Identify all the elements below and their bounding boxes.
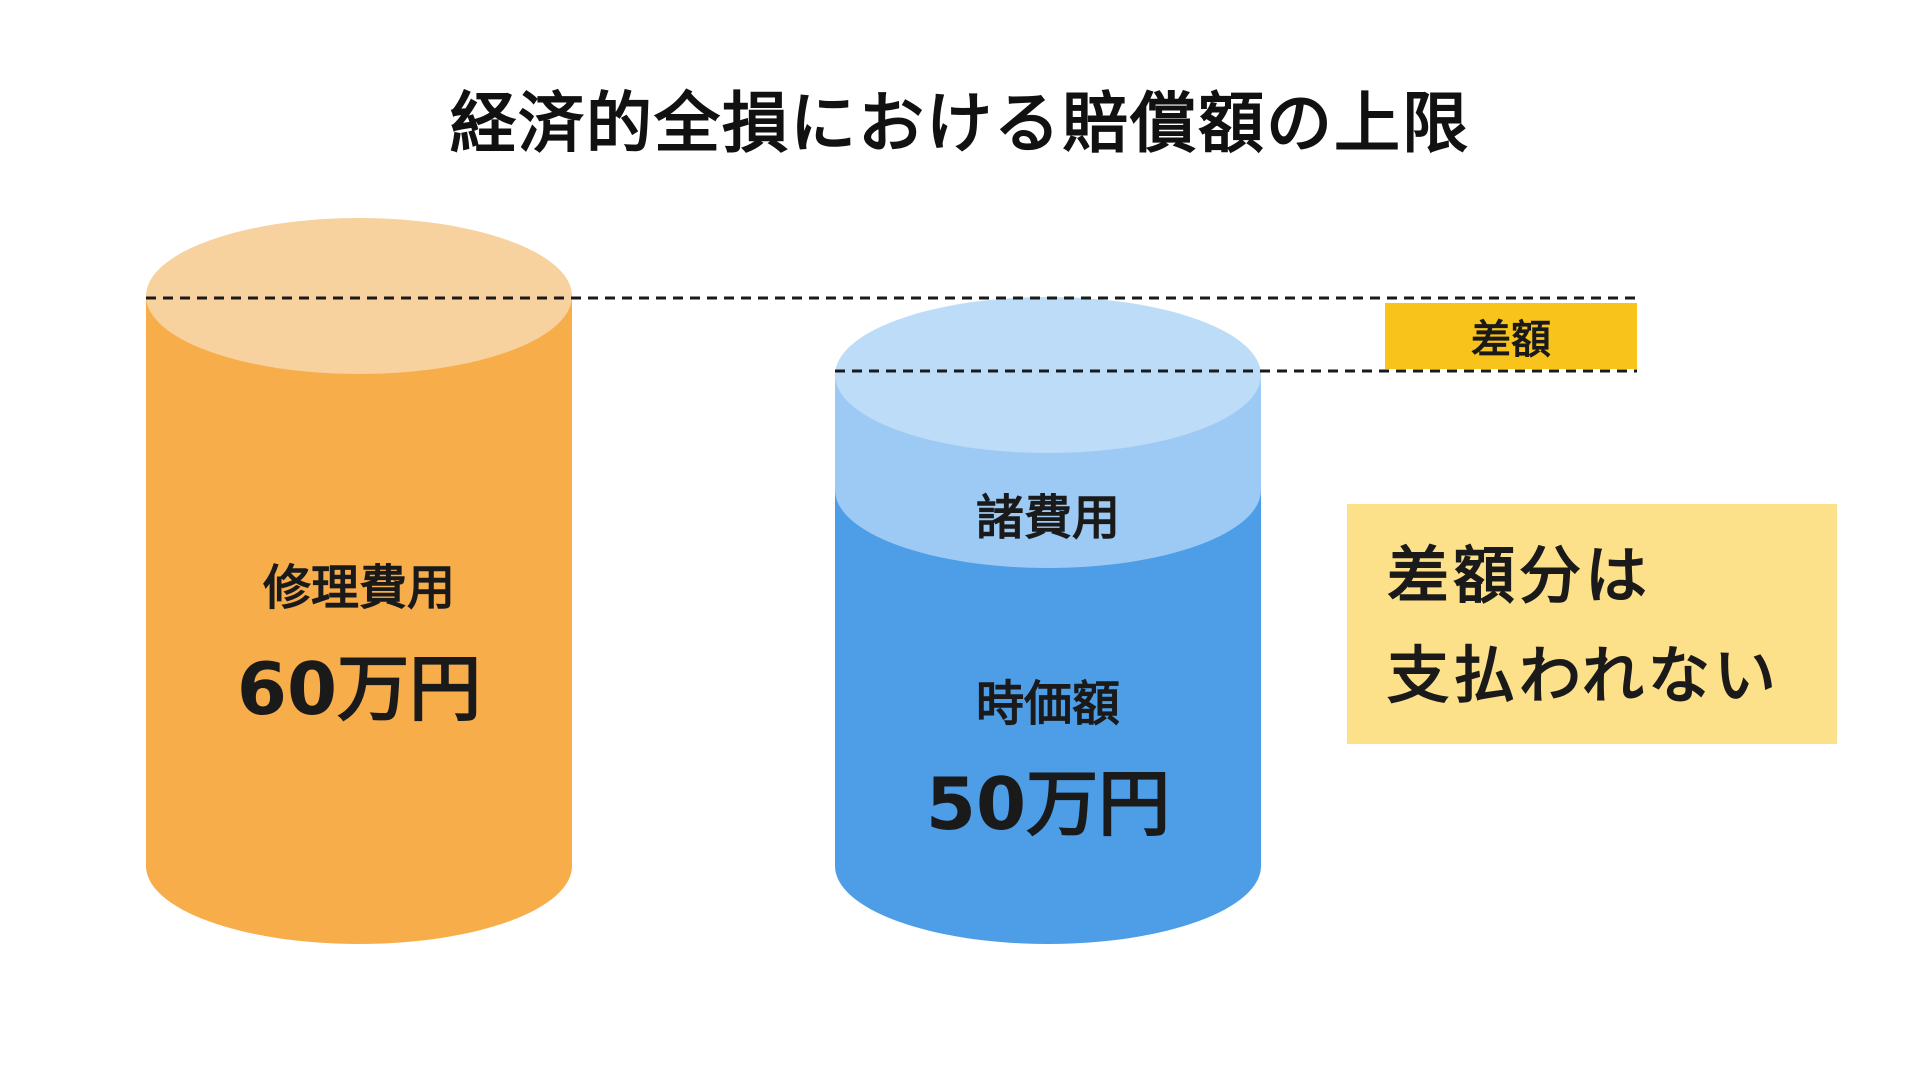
market-value-label: 時価額 [975,676,1120,732]
unpaid-difference-note: 差額分は 支払われない [1347,504,1837,744]
market-value-cylinder-top [835,297,1261,453]
difference-tag: 差額 [1385,303,1637,369]
note-line-2: 支払われない [1387,639,1780,712]
repair-cost-label: 修理費用 [262,560,455,616]
repair-cost-cylinder [146,218,572,944]
market-value-value: 50万円 [925,762,1171,846]
repair-cost-value: 60万円 [236,647,482,731]
market-value-cylinder-body [835,490,1261,944]
repair-cost-cylinder-body [146,300,572,944]
repair-cost-cylinder-top [146,218,572,374]
misc-costs-label: 諸費用 [975,490,1120,546]
page-title: 経済的全損における賠償額の上限 [450,85,1470,162]
market-value-cylinder [835,297,1261,944]
note-line-1: 差額分は [1387,539,1652,612]
